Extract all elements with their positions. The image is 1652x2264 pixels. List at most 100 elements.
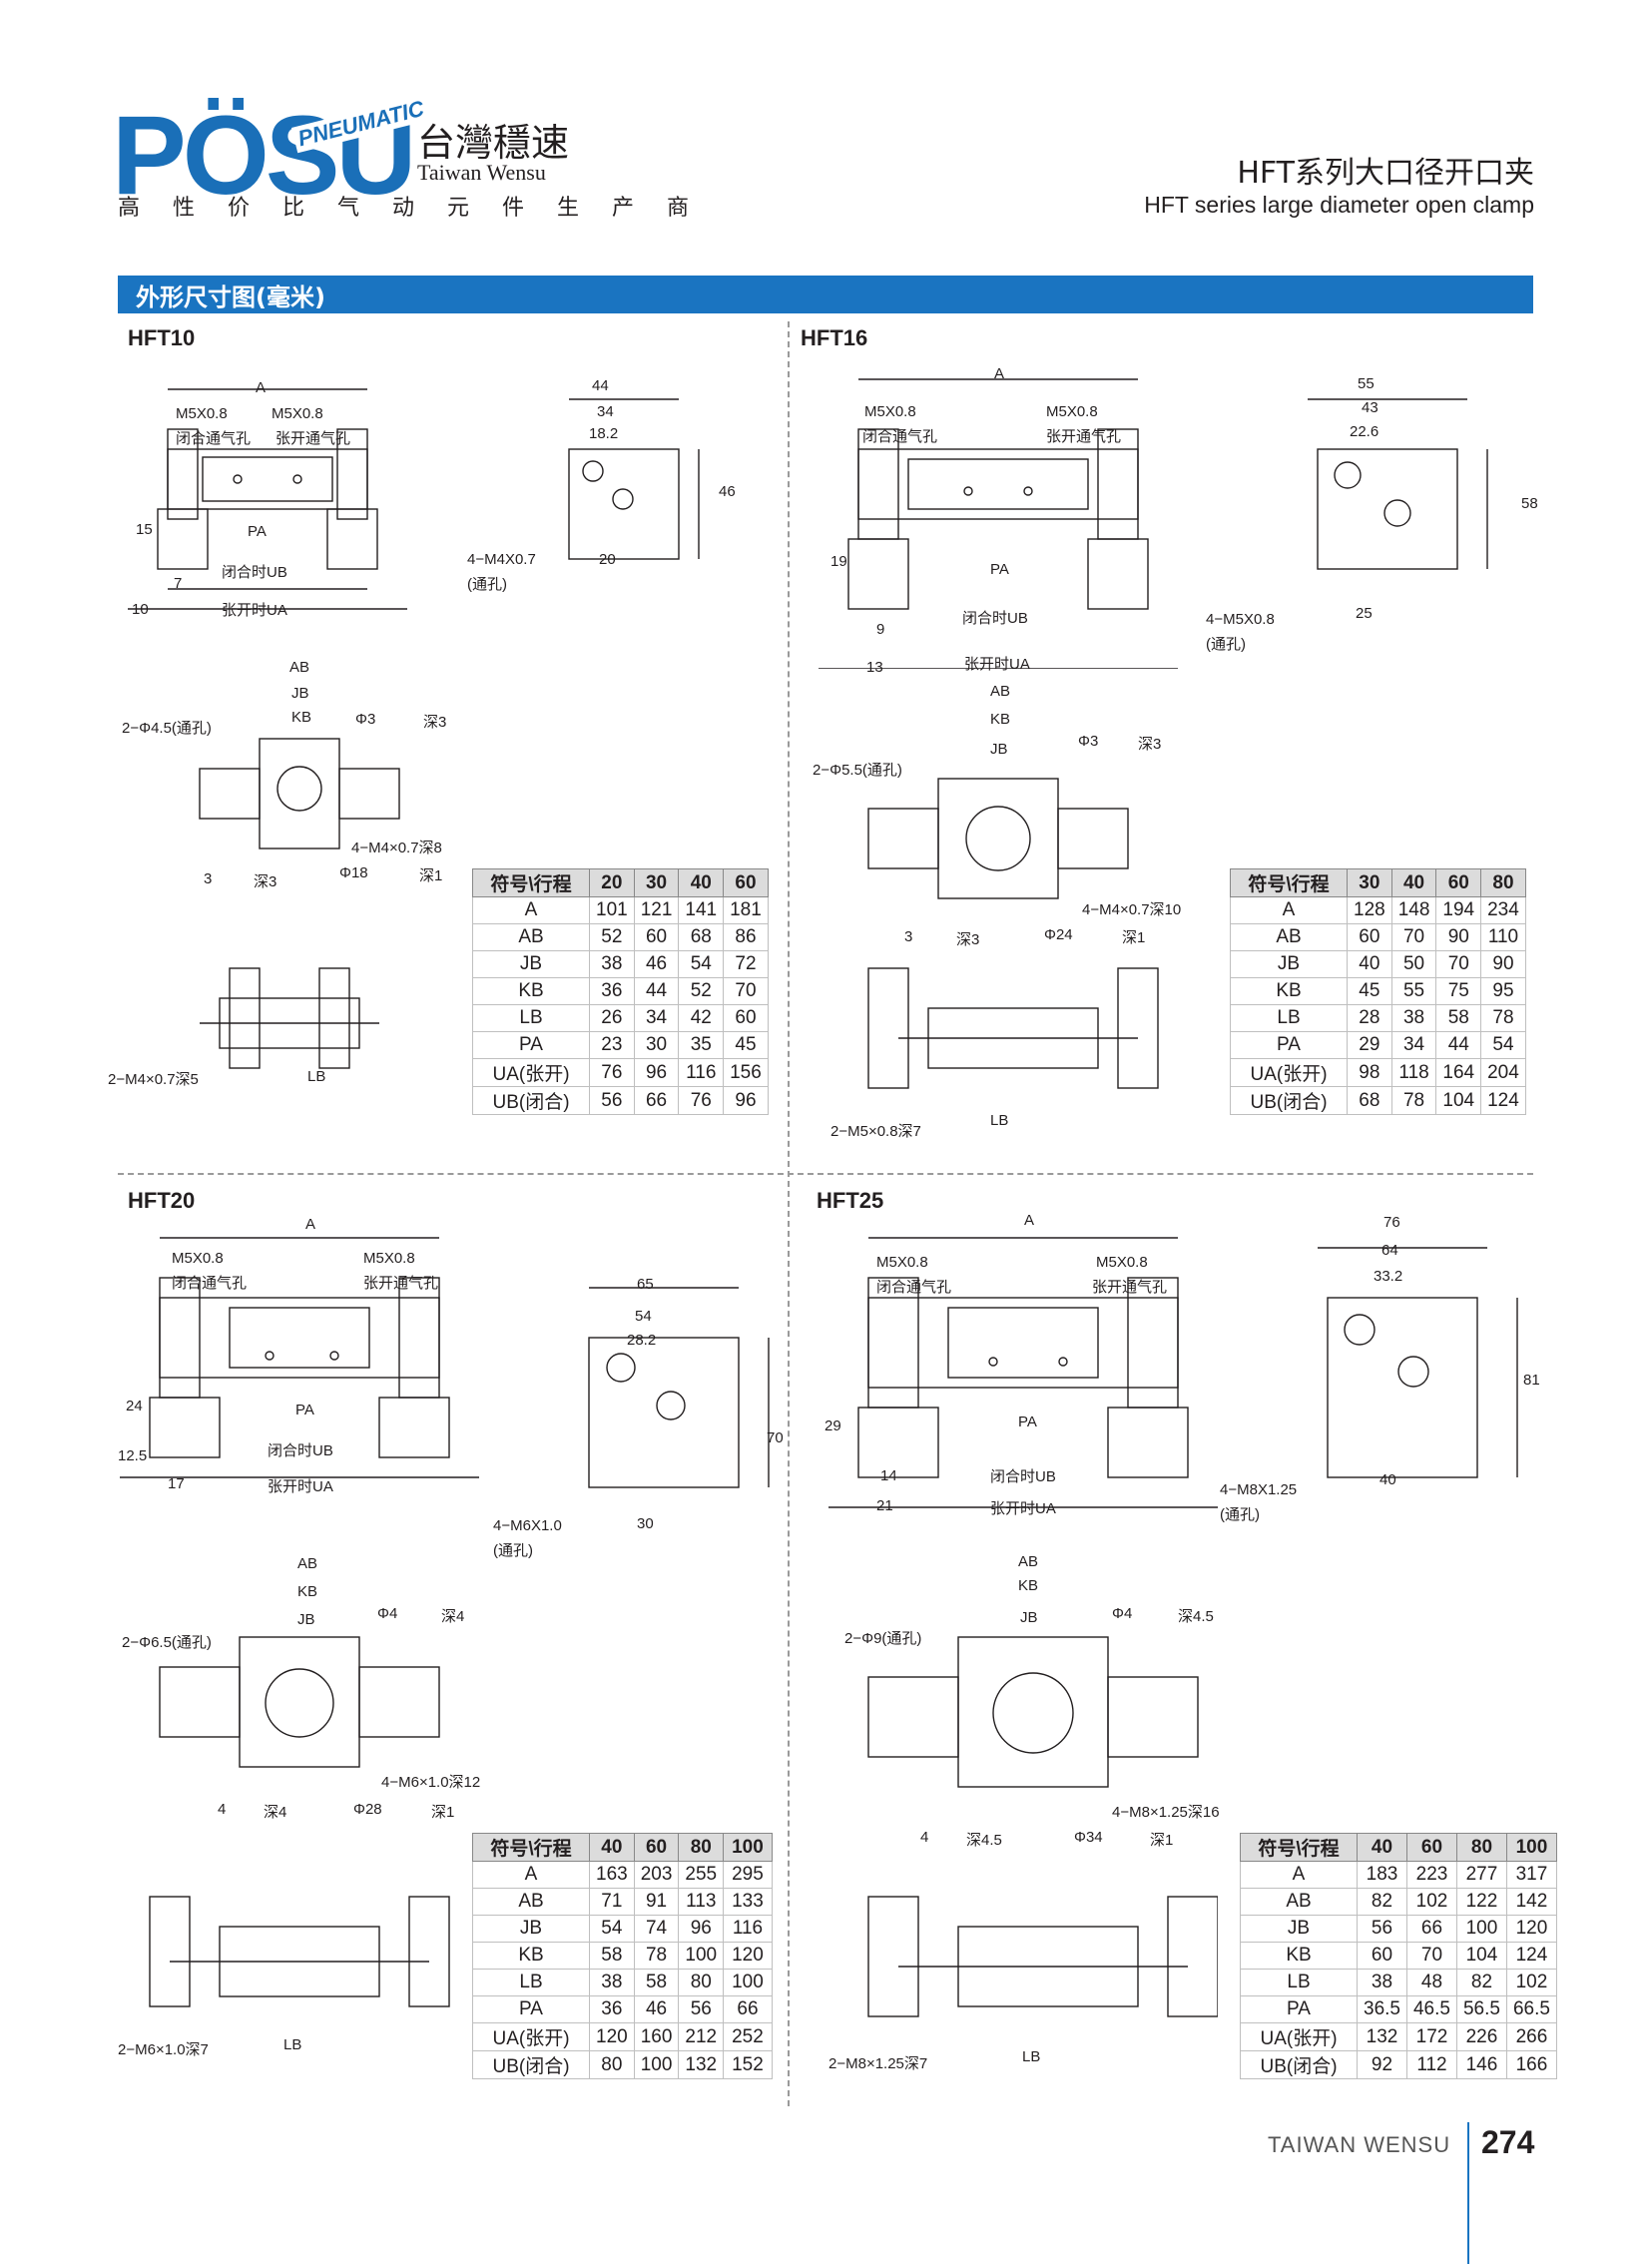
table-cell: 44 [633,977,680,1005]
th-symbol: 符号\行程 [1240,1833,1358,1862]
hft16-bottom-view [867,967,1159,1089]
port-m5-close: M5X0.8 [864,403,916,420]
dim-ub: 闭合时UB [268,1442,333,1459]
table-cell: 70 [723,977,769,1005]
table-cell: 70 [1405,1942,1457,1970]
table-cell: 110 [1480,923,1526,951]
table-cell: 52 [678,977,725,1005]
table-cell: 44 [1435,1031,1482,1059]
m6-depth-label: 4−M6×1.0深12 [381,1774,481,1791]
mount-hole-label: 4−M6X1.0 [493,1517,562,1534]
th-stroke: 100 [1505,1833,1557,1862]
hft20-top-view [159,1636,440,1768]
th-stroke: 40 [1390,868,1437,897]
table-cell: 34 [1390,1031,1437,1059]
dim-kb: KB [1018,1577,1039,1594]
table-cell: 56 [678,1995,725,2023]
table-cell: 204 [1480,1058,1526,1087]
table-cell: 95 [1480,977,1526,1005]
hft10-front-view [128,388,407,610]
table-cell: 36 [589,1995,635,2023]
table-cell: 34 [633,1004,680,1032]
table-cell: 54 [589,1915,635,1943]
table-cell: 48 [1405,1969,1457,1996]
table-cell: 60 [723,1004,769,1032]
model-heading-hft16: HFT16 [801,325,868,350]
table-cell: 55 [1390,977,1437,1005]
phi34-depth: 深1 [1150,1832,1174,1849]
dim-3-depth: 深3 [254,873,277,890]
phi24-depth: 深1 [1122,929,1146,946]
dim-30: 30 [637,1515,654,1532]
footer-brand: TAIWAN WENSU [1268,2132,1451,2157]
dim-29: 29 [825,1417,841,1434]
model-heading-hft10: HFT10 [128,325,196,350]
table-row-symbol: UB(闭合) [1240,2050,1358,2079]
table-row-symbol: UA(张开) [472,2022,590,2051]
table-cell: 152 [723,2050,773,2079]
phi18-label: Φ18 [339,864,368,881]
dim-jb: JB [1020,1609,1038,1626]
phi3-label: Φ3 [1078,733,1099,750]
table-cell: 212 [678,2022,725,2051]
close-port-label: 闭合通气孔 [172,1275,248,1292]
dim-pa: PA [295,1402,314,1418]
phi-hole-label: 2−Φ4.5(通孔) [122,720,212,737]
table-cell: 30 [633,1031,680,1059]
table-cell: 100 [723,1969,773,1996]
table-cell: 226 [1455,2022,1507,2051]
table-cell: 40 [1347,950,1392,978]
table-cell: 80 [678,1969,725,1996]
port-m5-open: M5X0.8 [363,1250,415,1267]
port-m5-open: M5X0.8 [272,405,323,422]
table-row-symbol: LB [472,1969,590,1996]
table-cell: 96 [633,1058,680,1087]
table-cell: 113 [678,1888,725,1916]
table-row-symbol: A [472,1861,590,1889]
table-cell: 91 [633,1888,680,1916]
table-row-symbol: A [1230,896,1348,924]
table-cell: 58 [589,1942,635,1970]
dim-15: 15 [136,521,153,538]
dim-ua: 张开时UA [990,1500,1056,1517]
table-cell: 36 [589,977,635,1005]
dim-65: 65 [637,1276,654,1293]
table-cell: 164 [1435,1058,1482,1087]
th-stroke: 40 [678,868,725,897]
dim-18-2: 18.2 [589,425,619,442]
table-cell: 78 [1480,1004,1526,1032]
th-stroke: 40 [1357,1833,1407,1862]
table-cell: 66.5 [1505,1995,1557,2023]
table-row-symbol: A [472,896,590,924]
dim-3: 3 [904,928,913,945]
port-m5-open: M5X0.8 [1046,403,1098,420]
phi34-label: Φ34 [1074,1829,1103,1846]
through-label: (通孔) [1220,1506,1260,1523]
table-row-symbol: PA [472,1995,590,2023]
table-cell: 54 [678,950,725,978]
table-cell: 38 [1390,1004,1437,1032]
table-row-symbol: JB [472,950,590,978]
dim-54: 54 [635,1308,652,1325]
dim-43: 43 [1362,399,1378,416]
th-stroke: 100 [723,1833,773,1862]
table-row-symbol: AB [1230,923,1348,951]
table-cell: 101 [589,896,635,924]
dim-pa: PA [248,523,267,540]
m8-depth-label: 4−M8×1.25深16 [1112,1804,1220,1821]
close-port-label: 闭合通气孔 [876,1279,952,1296]
